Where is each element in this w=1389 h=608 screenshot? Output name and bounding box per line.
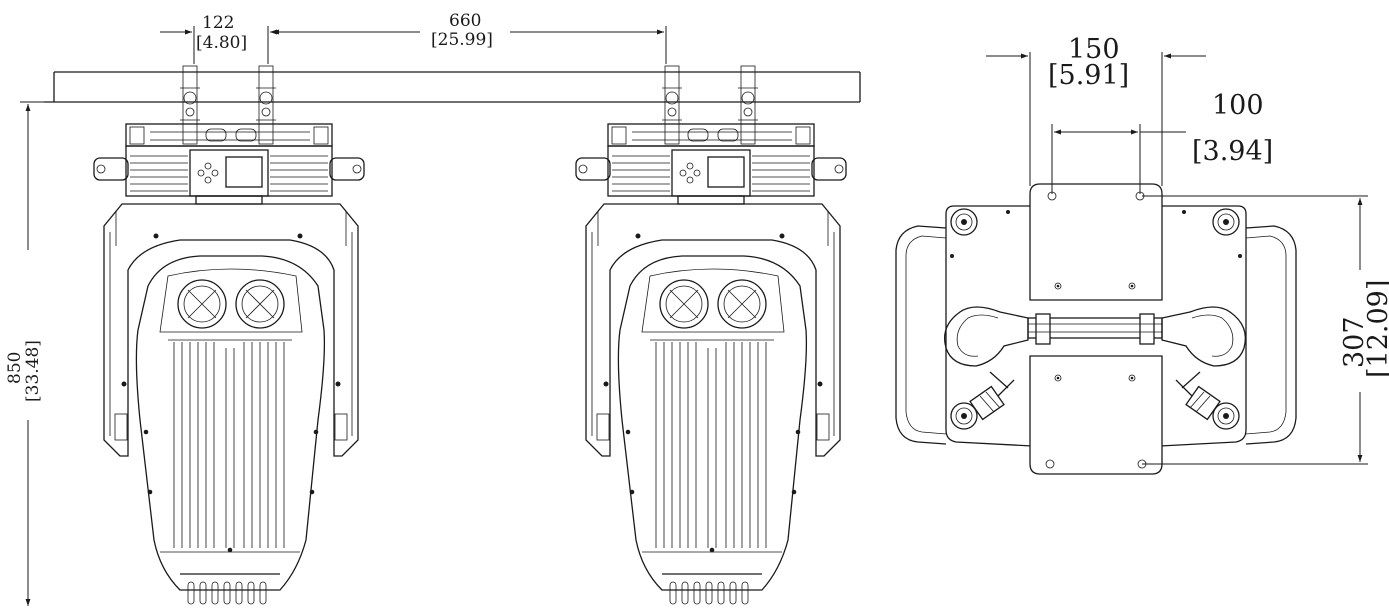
dimension-plate-width: 150 [5.91]: [986, 34, 1206, 186]
clamp-spacing-mm: 122: [202, 13, 234, 33]
dimension-base-depth: 307 [12.09]: [1142, 195, 1389, 465]
fixture-front-view-1: [93, 65, 365, 605]
fixture-base-view: [895, 183, 1297, 475]
dimension-clamp-spacing: 122 [4.80]: [160, 13, 300, 64]
clamp-span-inch: [25.99]: [431, 30, 493, 50]
dimension-hole-spacing: 100 [3.94]: [1051, 90, 1273, 194]
base-depth-mm: 307: [1339, 316, 1370, 368]
height-inch: [33.48]: [23, 340, 43, 402]
plate-width-mm: 150: [1068, 34, 1120, 65]
plate-width-inch: [5.91]: [1048, 60, 1129, 91]
dimension-height: 850 [33.48]: [5, 101, 50, 606]
hole-spacing-mm: 100: [1212, 90, 1264, 121]
truss-tube: [44, 71, 861, 103]
dimension-clamp-span: 660 [25.99]: [272, 11, 667, 64]
clamp-spacing-inch: [4.80]: [196, 33, 247, 53]
fixture-front-view-2: [575, 65, 847, 605]
base-depth-inch: [12.09]: [1363, 280, 1389, 378]
hole-spacing-inch: [3.94]: [1192, 136, 1273, 167]
clamp-span-mm: 660: [449, 11, 481, 31]
height-mm: 850: [5, 352, 25, 384]
